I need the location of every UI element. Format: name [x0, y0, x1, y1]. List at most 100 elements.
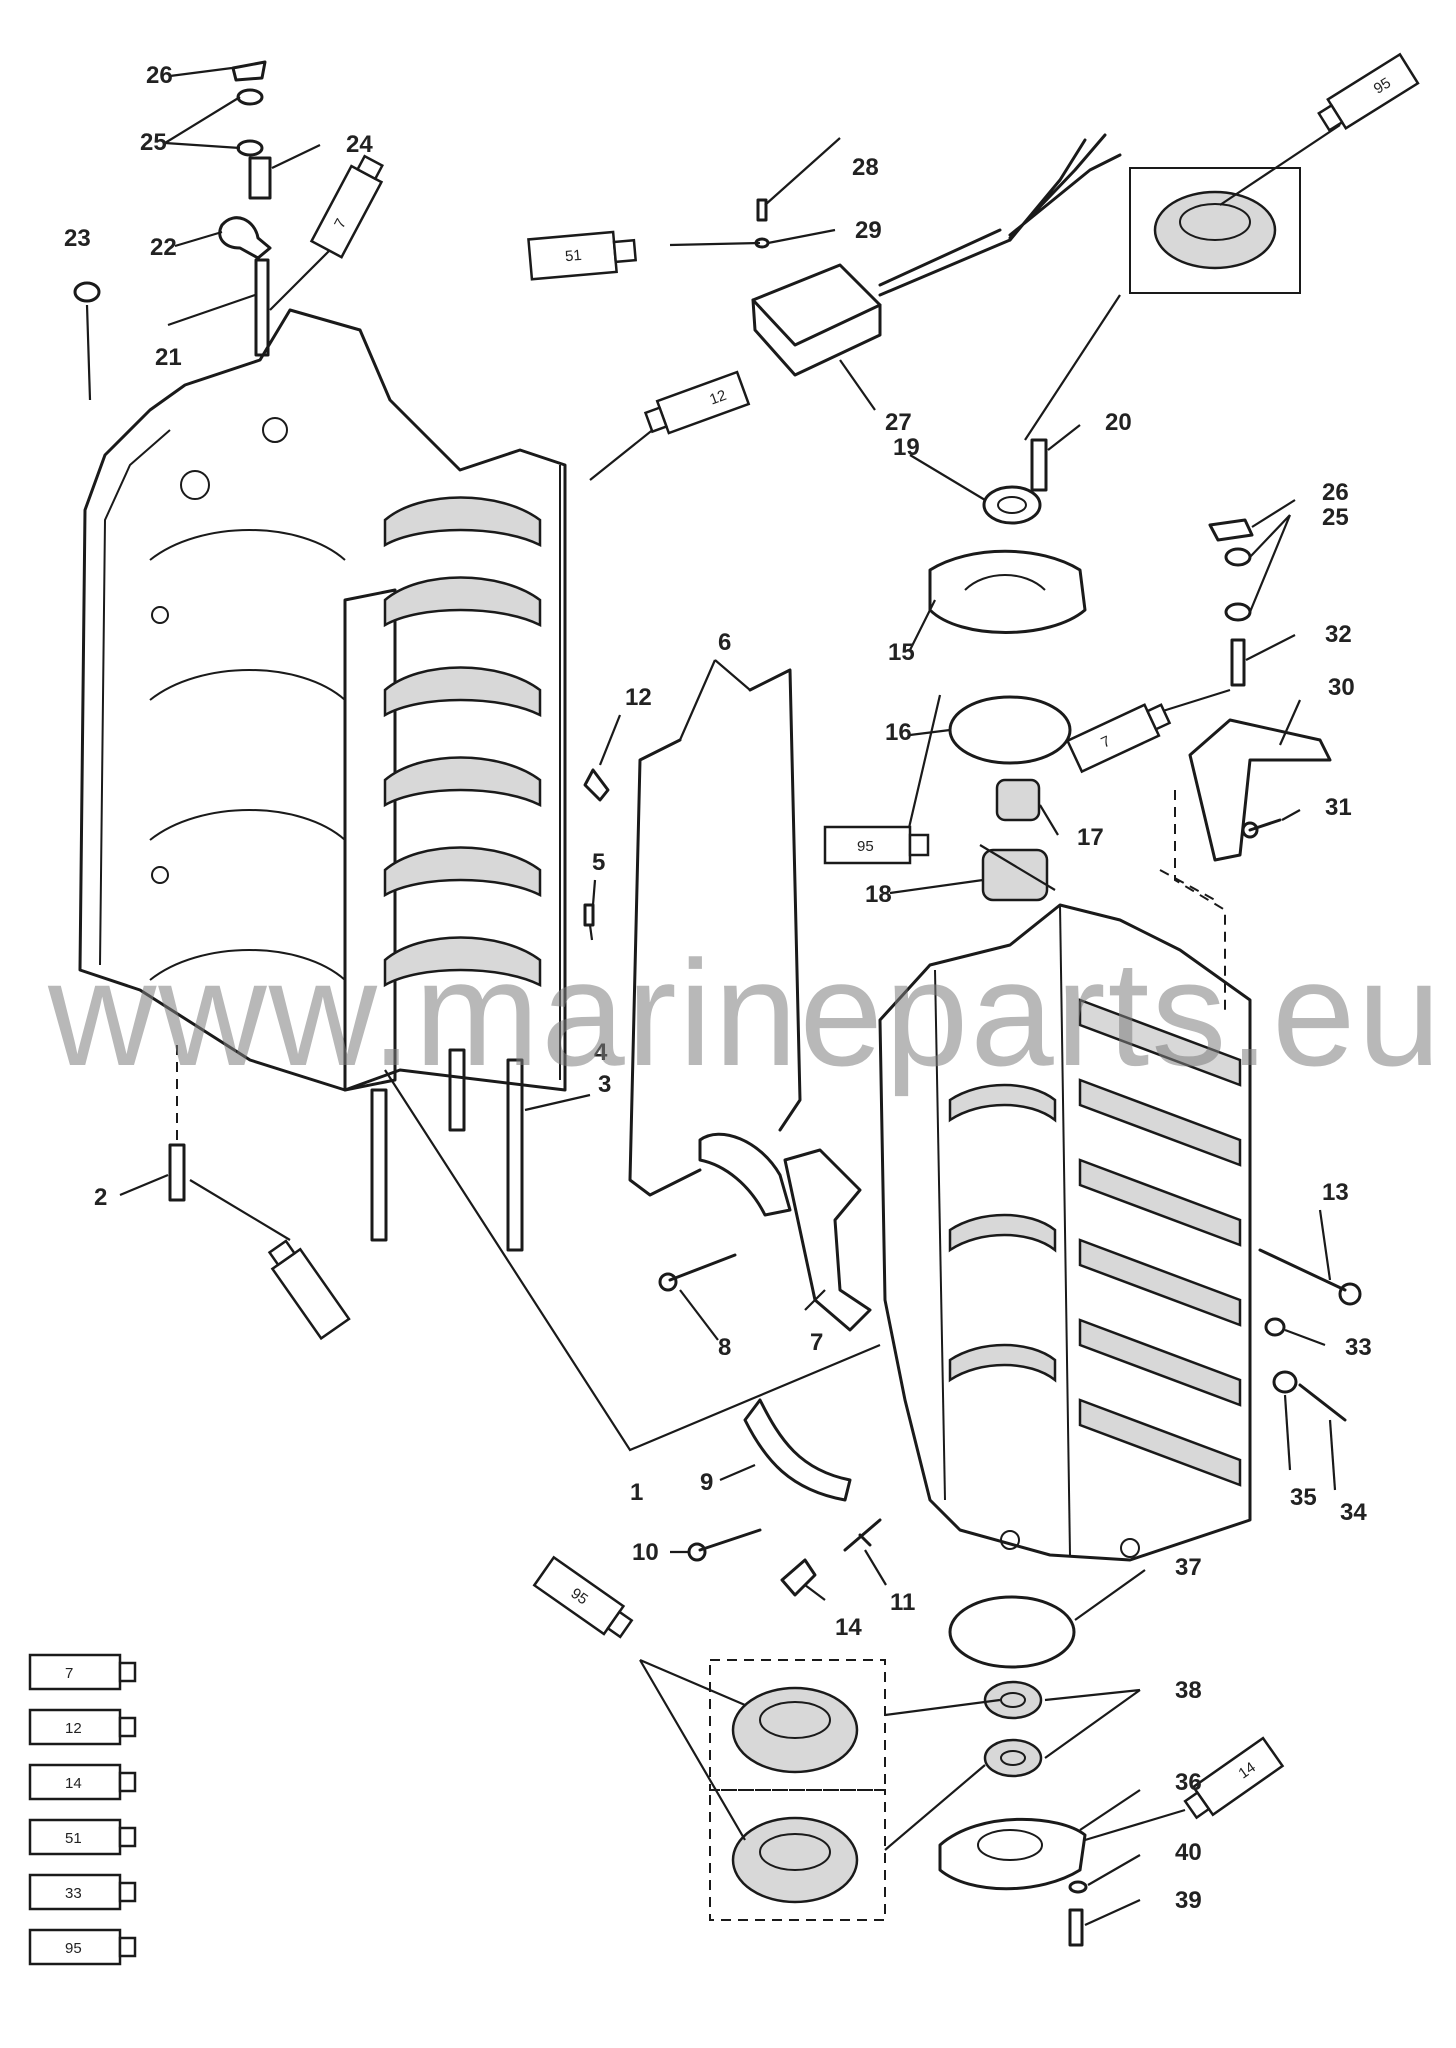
callout-2: 2 [94, 1184, 107, 1211]
callout-17: 17 [1077, 824, 1104, 851]
callout-9: 9 [700, 1469, 713, 1496]
inset-seal-top [1129, 167, 1301, 294]
inset-seal-bottom [709, 1659, 886, 1921]
legend-label: 7 [65, 1665, 73, 1682]
clamp-lower [743, 1398, 852, 1502]
callout-16: 16 [885, 719, 912, 746]
fitting-11 [843, 1518, 882, 1552]
crankcase-ribs [948, 998, 1242, 1487]
tube-7-top: 7 [309, 154, 384, 259]
bolt-10 [698, 1528, 762, 1552]
legend-tube-7: 7 [28, 1653, 137, 1691]
crank-saddles [383, 496, 542, 988]
tube-14-right: 14 [1183, 1736, 1285, 1820]
callout-8: 8 [718, 1334, 731, 1361]
callout-21: 21 [155, 344, 182, 371]
callout-28: 28 [852, 154, 879, 181]
callout-14: 14 [835, 1614, 862, 1641]
callout-35: 35 [1290, 1484, 1317, 1511]
oring-37 [948, 1595, 1076, 1669]
clamp-22 [218, 216, 272, 260]
mount-bracket [783, 1148, 872, 1332]
studs-left [370, 1048, 524, 1252]
callout-38: 38 [1175, 1677, 1202, 1704]
tube-95-top: 95 [1317, 52, 1420, 132]
power-module [751, 133, 1122, 377]
callout-18: 18 [865, 881, 892, 908]
seal-38-bottom [983, 1738, 1043, 1778]
tube-95-mid: 95 [823, 825, 930, 865]
plug-14 [780, 1558, 817, 1597]
svg-text:51: 51 [564, 247, 582, 265]
plug-23 [73, 281, 101, 303]
callout-29: 29 [855, 217, 882, 244]
watermark: www.marineparts.eu [47, 929, 1443, 1097]
stud-21 [254, 258, 270, 357]
oring-16 [948, 695, 1072, 765]
callout-13: 13 [1322, 1179, 1349, 1206]
svg-text:95: 95 [1371, 74, 1394, 97]
svg-text:12: 12 [707, 387, 728, 409]
callout-30: 30 [1328, 674, 1355, 701]
washer-19 [982, 485, 1042, 525]
nut-26-top [231, 60, 267, 82]
needle-bearing-17 [995, 778, 1041, 822]
tube-51-top: 51 [527, 230, 638, 281]
legend-tube-95: 95 [28, 1928, 137, 1966]
legend-label: 95 [65, 1940, 82, 1957]
callout-6: 6 [718, 629, 731, 656]
callout-1: 1 [630, 1479, 643, 1506]
sealant-legend: 7 12 14 51 33 95 [28, 1653, 137, 1966]
legend-tube-33: 33 [28, 1873, 137, 1911]
svg-text:95: 95 [857, 838, 874, 855]
callout-34: 34 [1340, 1499, 1367, 1526]
callout-11: 11 [890, 1589, 915, 1616]
legend-tube-51: 51 [28, 1818, 137, 1856]
bearing-18 [981, 848, 1049, 902]
seal-38-top [983, 1680, 1043, 1720]
legend-label: 33 [65, 1885, 82, 1902]
legend-label: 14 [65, 1775, 82, 1792]
crankcase-block-right [878, 903, 1252, 1562]
tube-12: 12 [643, 370, 751, 435]
end-cap-36 [938, 1817, 1087, 1891]
callout-20: 20 [1105, 409, 1132, 436]
callout-5: 5 [592, 849, 605, 876]
tube-95-bottom: 95 [532, 1555, 634, 1639]
callout-24: 24 [346, 131, 373, 158]
callout-15: 15 [888, 639, 915, 666]
callout-numbers: 1234567891011121314151617181920212223242… [64, 62, 1372, 1914]
bolt-20 [1030, 438, 1048, 492]
legend-tube-14: 14 [28, 1763, 137, 1801]
washer-25-bottom [236, 139, 264, 157]
bolt-8 [668, 1253, 737, 1282]
callout-10: 10 [632, 1539, 659, 1566]
svg-text:14: 14 [1235, 1759, 1258, 1782]
callout-37: 37 [1175, 1554, 1202, 1581]
callout-23: 23 [64, 225, 91, 252]
bolt-13 [1258, 1248, 1347, 1292]
callout-33: 33 [1345, 1334, 1372, 1361]
callout-3: 3 [598, 1071, 611, 1098]
callout-22: 22 [150, 234, 177, 261]
callout-27: 27 [885, 409, 912, 436]
callout-12: 12 [625, 684, 652, 711]
callout-19: 19 [893, 434, 920, 461]
clamp-upper [698, 1132, 792, 1217]
fitting-12 [583, 768, 610, 802]
callout-26-right: 26 [1322, 479, 1349, 506]
callout-39: 39 [1175, 1887, 1202, 1914]
tube-7-right: 7 [1065, 703, 1172, 774]
stud-2 [168, 1143, 186, 1202]
stud-32 [1230, 638, 1246, 687]
washer-25-top [236, 88, 264, 106]
legend-label: 51 [65, 1830, 82, 1847]
svg-text:95: 95 [568, 1585, 591, 1608]
callout-40: 40 [1175, 1839, 1202, 1866]
legend-tube-12: 12 [28, 1708, 137, 1746]
bearing-cap-15 [928, 549, 1087, 634]
bracket-30 [1188, 718, 1332, 862]
callout-25: 25 [140, 129, 167, 156]
legend-label: 12 [65, 1720, 82, 1737]
